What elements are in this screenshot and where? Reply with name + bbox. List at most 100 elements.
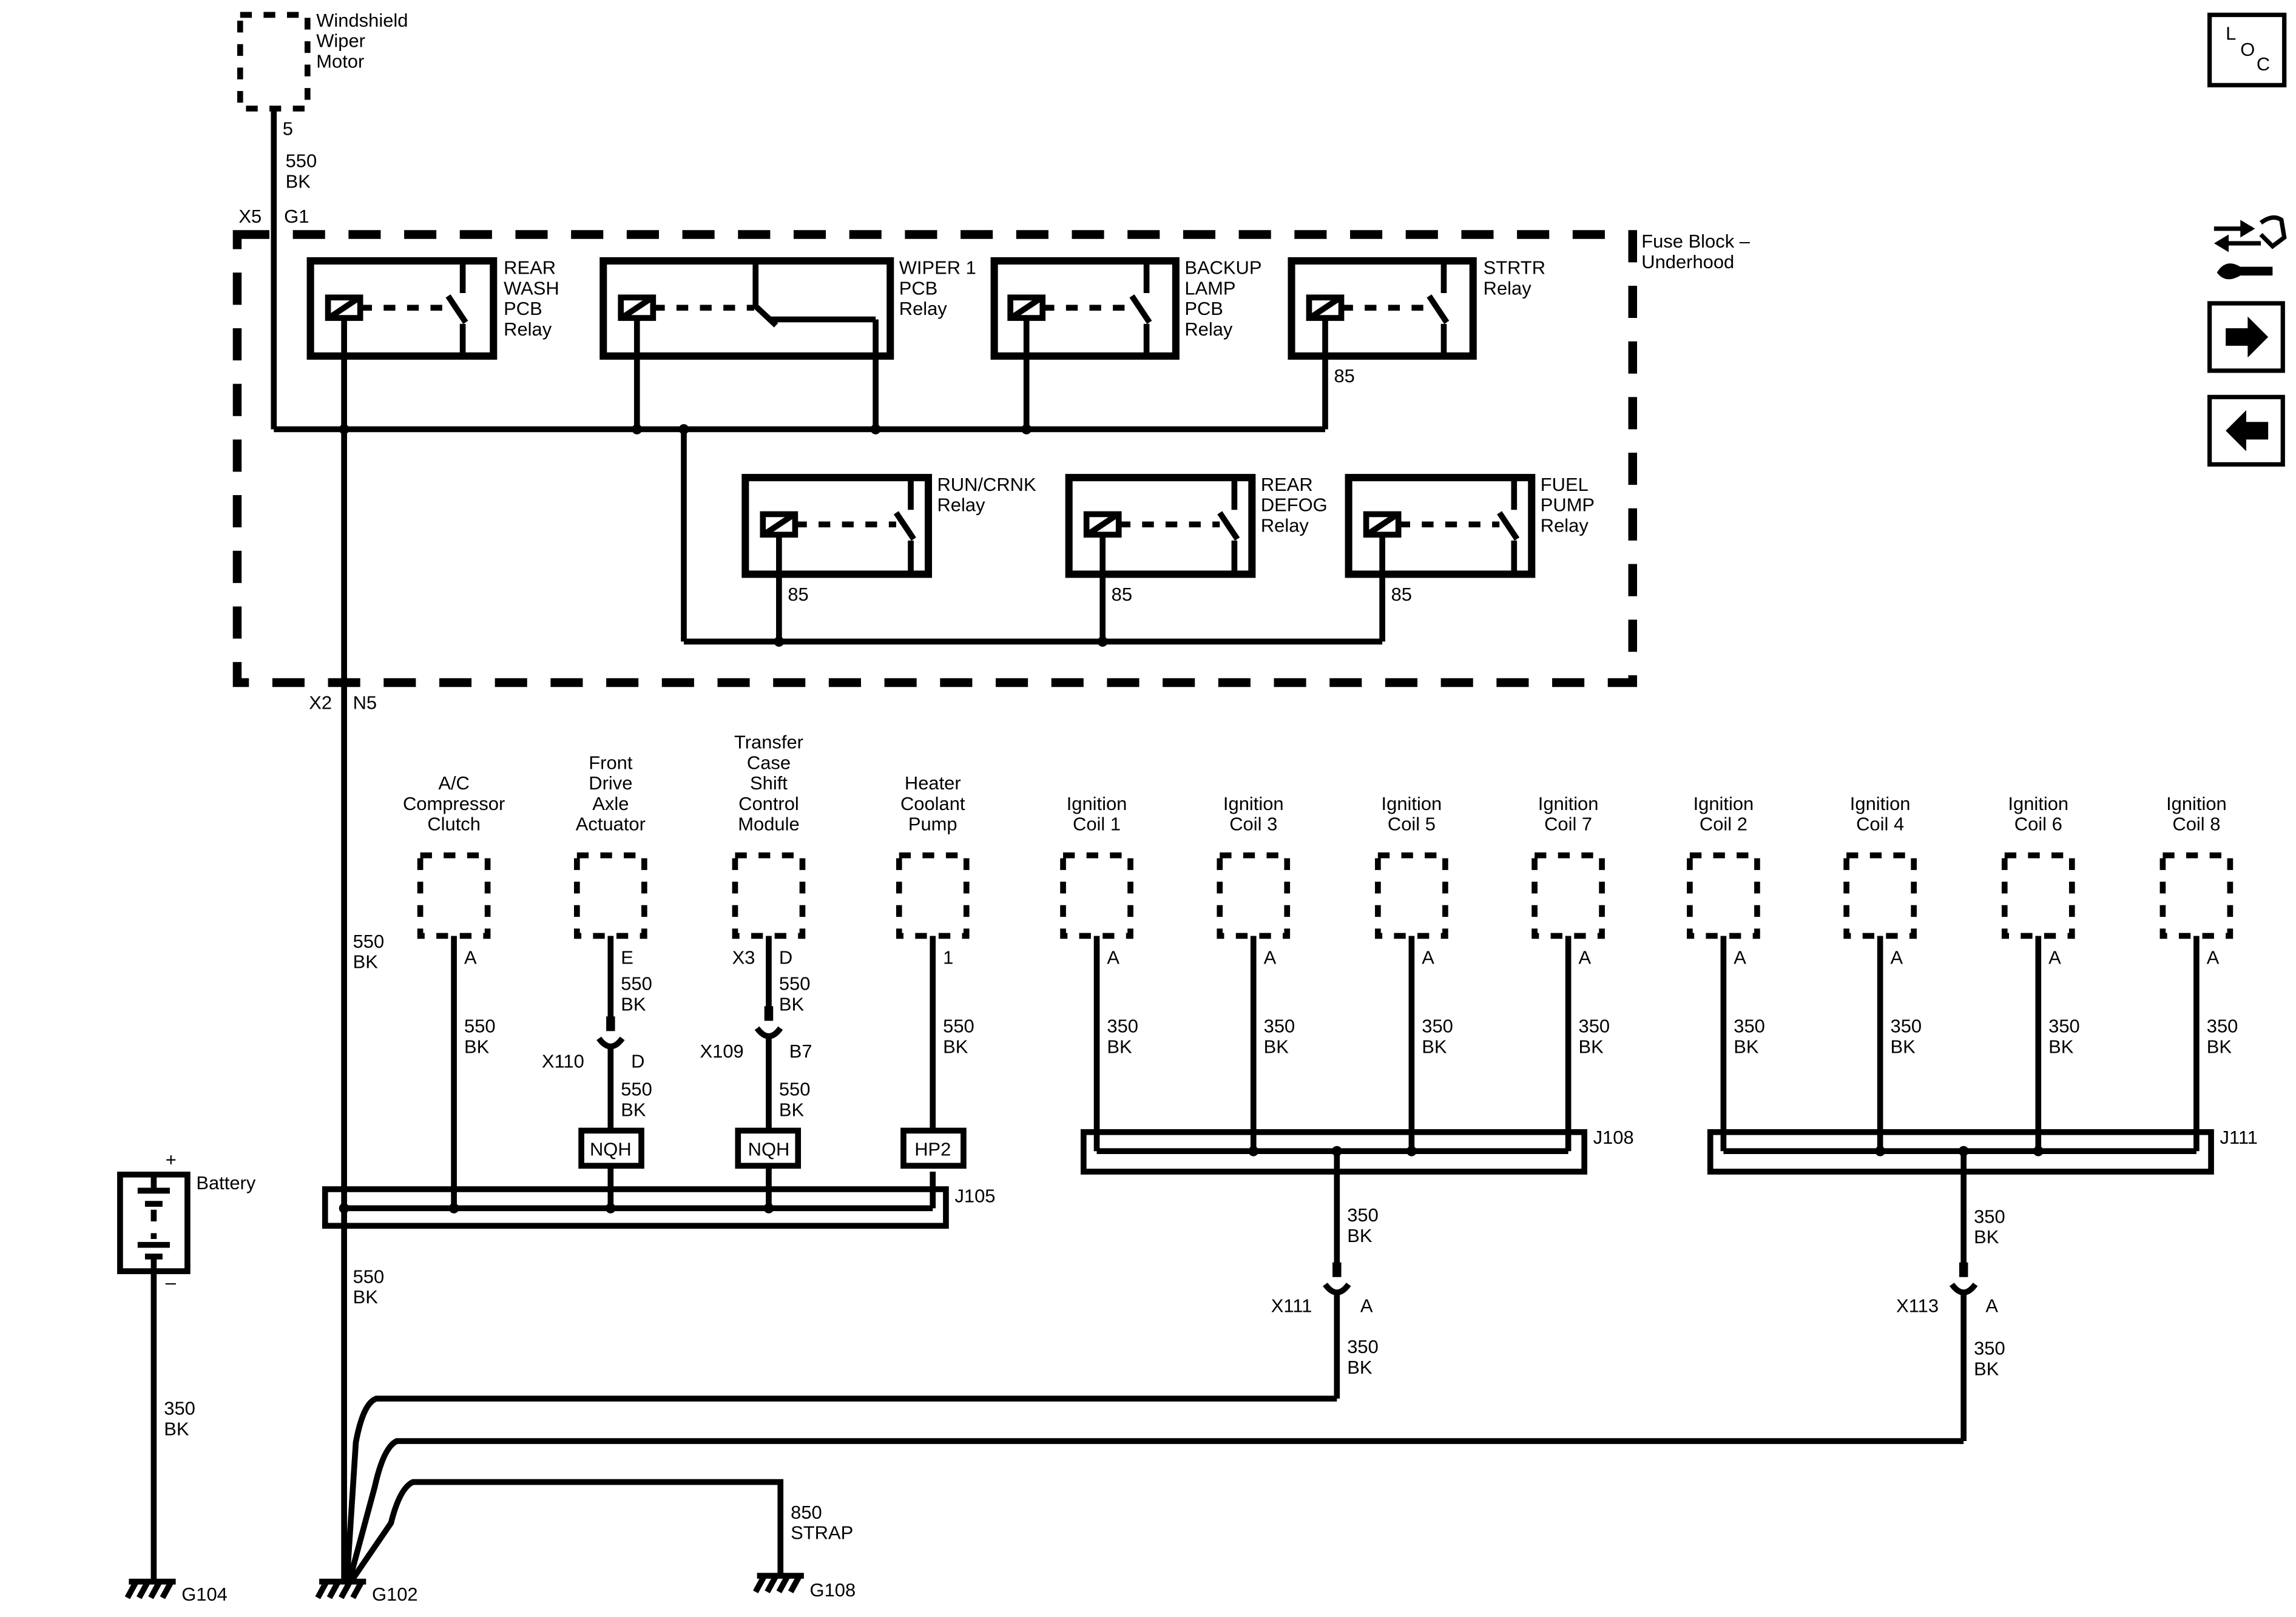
wiper-motor-pin: 5	[283, 118, 293, 139]
splice-dot	[870, 424, 881, 434]
fuel-pump-label-1: FUEL	[1541, 474, 1589, 495]
fda-label-1: Front	[589, 752, 633, 773]
hcp-wire-color: BK	[943, 1036, 968, 1058]
hcp-pin: 1	[943, 947, 953, 968]
wiper-motor-wire-gauge: 550	[286, 150, 317, 171]
splice-j111: J111	[1707, 1127, 2258, 1175]
tcscm-pin: D	[779, 947, 792, 968]
run-crnk-relay: RUN/CRNK Relay 85	[741, 474, 1036, 642]
main-wire-gauge: 550	[353, 931, 385, 952]
coil-4-wire-gauge: 350	[1891, 1016, 1922, 1037]
coil-4-label-1: Ignition	[1850, 793, 1911, 814]
x111-wire-color-top: BK	[1347, 1225, 1373, 1246]
coil-8-wire-gauge: 350	[2207, 1016, 2238, 1037]
ignition-coil-4: Ignition Coil 4 A 350 BK	[1843, 793, 1922, 1152]
fda-wire-gauge-top: 550	[621, 973, 652, 994]
battery-label: Battery	[196, 1172, 255, 1193]
strap-wire-gauge: 850	[791, 1502, 822, 1523]
loc-button[interactable]: L O C	[2207, 12, 2287, 87]
coil-7-label-1: Ignition	[1538, 793, 1599, 814]
x113-wire-gauge-top: 350	[1974, 1206, 2005, 1227]
tcscm-box: NQH	[748, 1138, 790, 1160]
splice-dot	[339, 1203, 349, 1214]
x111-wire-gauge-top: 350	[1347, 1204, 1379, 1226]
fda-wire-color-bot: BK	[621, 1099, 646, 1120]
splice-dot	[774, 636, 785, 647]
strtr-relay: STRTR Relay 85	[1288, 257, 1545, 430]
coil-6-pin: A	[2048, 947, 2061, 968]
rear-defog-pin: 85	[1112, 584, 1132, 605]
coil-3-wire-gauge: 350	[1264, 1016, 1295, 1037]
coil-1-label-1: Ignition	[1067, 793, 1127, 814]
wiper-motor-label-1: Windshield	[316, 10, 408, 31]
fda-box: NQH	[590, 1138, 632, 1160]
ac-pin: A	[464, 947, 477, 968]
splice-dot	[1021, 424, 1032, 434]
hcp-wire-gauge: 550	[943, 1016, 974, 1037]
x111-wire-gauge-bot: 350	[1347, 1336, 1379, 1357]
coil-7-pin: A	[1579, 947, 1592, 968]
splice-dot	[2033, 1146, 2044, 1156]
strtr-label-1: STRTR	[1484, 257, 1545, 279]
transfer-case-shift-control-module: Transfer Case Shift Control Module NQH X…	[700, 732, 812, 1209]
rear-wash-label-4: Relay	[504, 319, 552, 340]
rear-wash-pcb-relay: REAR WASH PCB Relay	[306, 257, 559, 360]
fda-wire-color-top: BK	[621, 994, 646, 1015]
splice-j105: J105	[322, 1171, 995, 1229]
fuse-block-connector-x5: X5	[238, 206, 262, 227]
ignition-coil-2: Ignition Coil 2 A 350 BK	[1687, 793, 1765, 1152]
x111-return-wire	[344, 1396, 1337, 1579]
coil-5-wire-color: BK	[1422, 1036, 1447, 1058]
fda-wire-gauge-bot: 550	[621, 1079, 652, 1100]
battery-plus: +	[166, 1149, 177, 1170]
diagnostic-tools-icon[interactable]	[2213, 215, 2287, 280]
fuse-block-underhood: Fuse Block – Underhood X2 N5	[232, 230, 1751, 713]
tcscm-wire-gauge-top: 550	[779, 973, 811, 994]
battery-wire-color: BK	[164, 1418, 189, 1439]
coil-1-wire-color: BK	[1107, 1036, 1132, 1058]
coil-2-label-2: Coil 2	[1700, 814, 1747, 835]
coil-3-label-1: Ignition	[1223, 793, 1284, 814]
windshield-wiper-motor: Windshield Wiper Motor 5 550 BK X5 G1	[237, 10, 408, 227]
wiper-motor-wire-color: BK	[286, 170, 311, 192]
loc-letter-o: O	[2240, 39, 2255, 60]
ground-g108: G108	[753, 1573, 856, 1601]
wiper1-label-3: Relay	[899, 298, 948, 319]
coil-2-wire-color: BK	[1734, 1036, 1759, 1058]
coil-8-wire-color: BK	[2207, 1036, 2232, 1058]
coil-4-wire-color: BK	[1891, 1036, 1916, 1058]
fda-connector-pin: D	[631, 1051, 644, 1072]
wiper-motor-label-2: Wiper	[316, 30, 365, 52]
coil-4-pin: A	[1891, 947, 1903, 968]
fda-label-4: Actuator	[576, 814, 646, 835]
hcp-box: HP2	[914, 1138, 951, 1160]
backup-label-3: PCB	[1184, 298, 1223, 319]
splice-dot	[1406, 1146, 1417, 1156]
x113-wire-color-bot: BK	[1974, 1358, 1999, 1379]
coil-6-label-2: Coil 6	[2014, 814, 2062, 835]
hcp-label-1: Heater	[905, 772, 961, 794]
coil-7-wire-gauge: 350	[1579, 1016, 1610, 1037]
heater-coolant-pump: Heater Coolant Pump HP2 1 550 BK	[896, 772, 974, 1169]
fuse-block-pin-n5: N5	[353, 692, 377, 713]
wiper-motor-label-3: Motor	[316, 50, 364, 72]
arrow-left-icon[interactable]	[2207, 394, 2285, 467]
hcp-label-2: Coolant	[900, 793, 965, 814]
battery: + Battery – 350 BK	[117, 1149, 256, 1582]
coil-3-pin: A	[1264, 947, 1277, 968]
x113-return-wire	[347, 1438, 1964, 1580]
coil-1-wire-gauge: 350	[1107, 1016, 1138, 1037]
coil-3-label-2: Coil 3	[1229, 814, 1277, 835]
coil-1-pin: A	[1107, 947, 1119, 968]
wiper1-label-2: PCB	[899, 277, 938, 299]
ac-wire-gauge: 550	[464, 1016, 496, 1037]
arrow-right-icon[interactable]	[2207, 301, 2285, 373]
coil-7-wire-color: BK	[1579, 1036, 1604, 1058]
tcscm-connector-top: X3	[732, 947, 755, 968]
coil-7-label-2: Coil 7	[1544, 814, 1592, 835]
splice-j108-label: J108	[1593, 1127, 1634, 1148]
tcscm-label-5: Module	[738, 814, 799, 835]
splice-dot	[1248, 1146, 1259, 1156]
coil-8-label-1: Ignition	[2166, 793, 2227, 814]
loc-letter-c: C	[2257, 53, 2270, 75]
